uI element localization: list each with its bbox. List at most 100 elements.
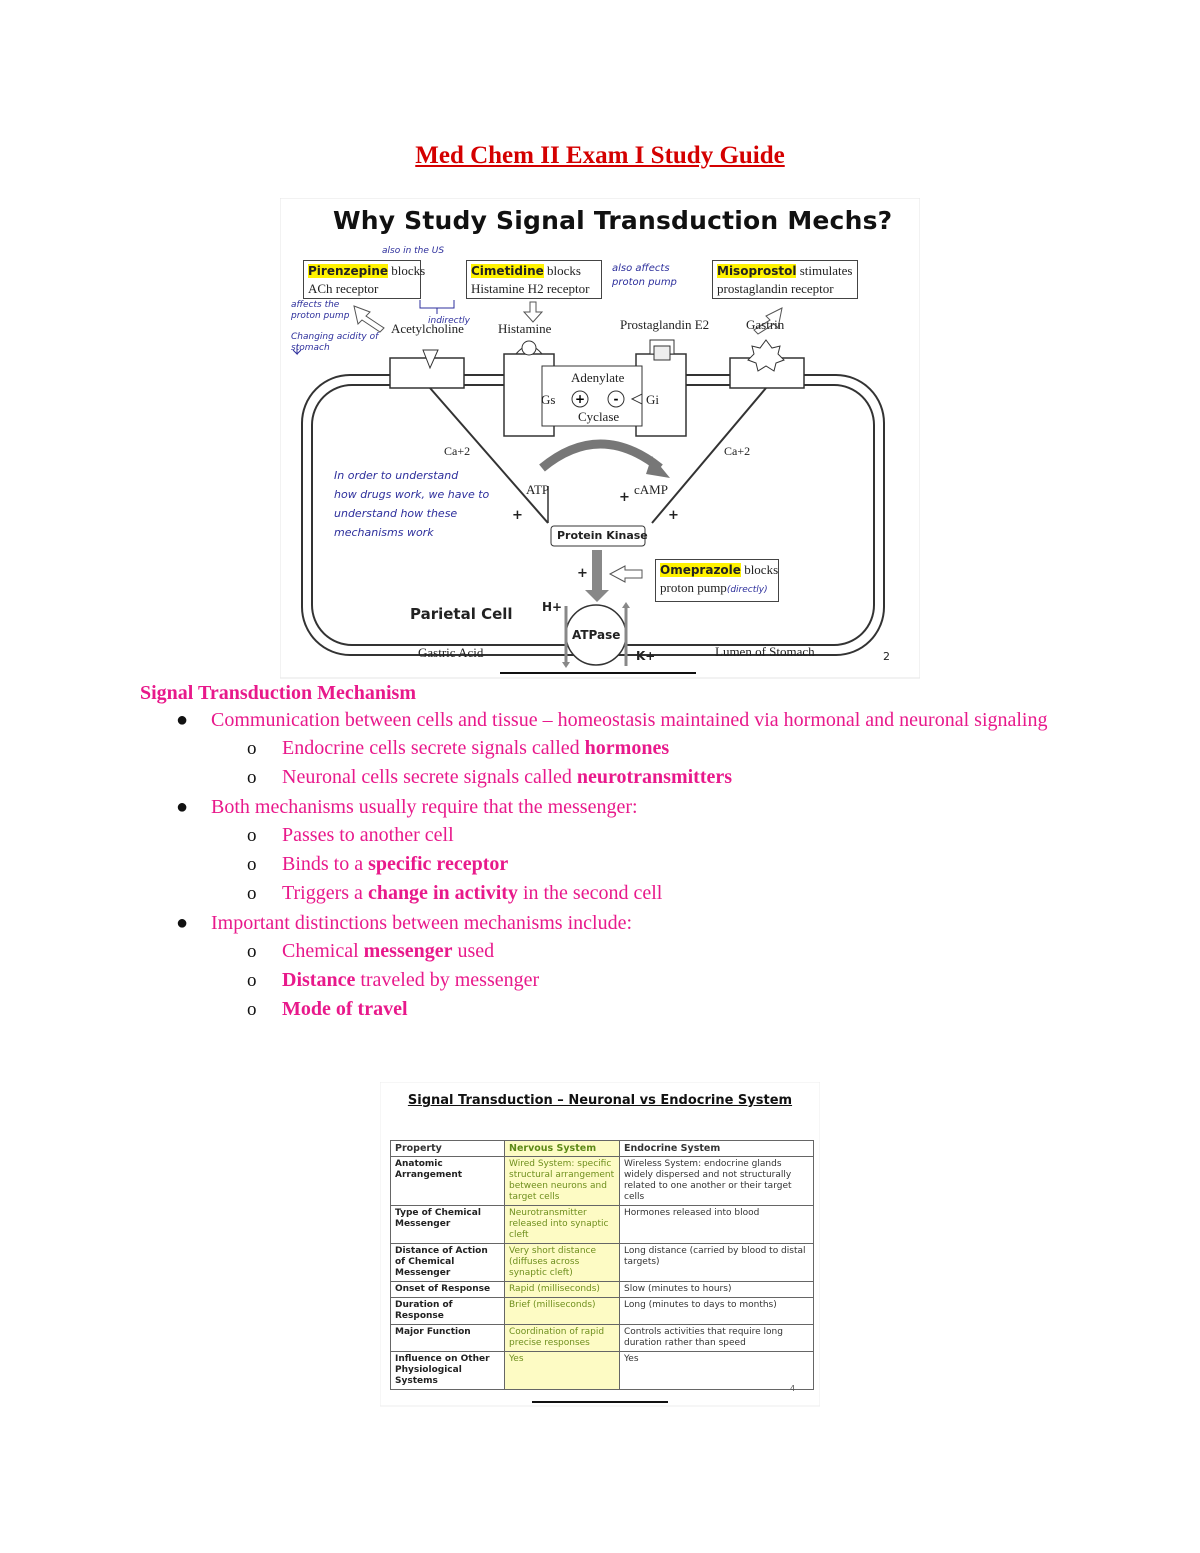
- header-property: Property: [390, 1140, 505, 1157]
- omeprazole-action: blocks: [740, 562, 779, 577]
- atpase-label: ATPase: [572, 628, 621, 642]
- cell-endocrine: Wireless System: endocrine glands widely…: [619, 1156, 814, 1206]
- bullet-distinctions-text: Important distinctions between mechanism…: [211, 912, 633, 934]
- atp-label: ATP: [526, 482, 550, 497]
- table-row: Duration of Response Brief (milliseconds…: [390, 1297, 814, 1325]
- bullet-dot: ●: [176, 912, 189, 934]
- pirenzepine-target: ACh receptor: [308, 281, 379, 296]
- cell-endocrine: Slow (minutes to hours): [619, 1281, 814, 1298]
- omeprazole-target: proton pump: [660, 580, 727, 595]
- histamine-label: Histamine: [498, 321, 552, 336]
- gi-label: Gi: [646, 392, 659, 407]
- cell-nervous: Rapid (milliseconds): [504, 1281, 620, 1298]
- bullet-both-mechanisms: ● Both mechanisms usually require that th…: [140, 794, 1080, 821]
- bullet-communication-text: Communication between cells and tissue –…: [211, 709, 1048, 731]
- cimetidine-drug: Cimetidine: [471, 264, 544, 278]
- sub-bullet-messenger-post: used: [452, 940, 495, 962]
- slide-page-number: 2: [883, 650, 890, 663]
- gastric-acid-label: Gastric Acid: [418, 645, 484, 660]
- bullet-distinctions: ● Important distinctions between mechanis…: [140, 910, 1080, 937]
- h-plus-label: H+: [542, 600, 563, 614]
- study-notes: Signal Transduction Mechanism ● Communica…: [140, 682, 1080, 1024]
- omeprazole-box: Omeprazole blocks proton pump(directly): [655, 559, 779, 602]
- calcium-left-label: Ca+2: [444, 444, 471, 458]
- svg-text:+: +: [575, 392, 585, 406]
- misoprostol-drug: Misoprostol: [717, 264, 797, 278]
- cyclase-label: Cyclase: [578, 409, 620, 424]
- cell-property: Influence on Other Physiological Systems: [390, 1351, 505, 1390]
- lumen-label: Lumen of Stomach: [715, 644, 815, 659]
- ach-binding-site: [422, 349, 439, 370]
- sub-bullet-mode-bold: Mode of travel: [282, 998, 408, 1020]
- hand-center-line-4: mechanisms work: [334, 526, 434, 539]
- cell-property: Distance of Action of Chemical Messenger: [390, 1243, 505, 1282]
- bullet-dot: ●: [176, 709, 189, 731]
- protein-kinase-box: [550, 525, 646, 547]
- header-nervous: Nervous System: [504, 1140, 620, 1157]
- table-row: Major Function Coordination of rapid pre…: [390, 1324, 814, 1352]
- cell-endocrine: Yes: [619, 1351, 814, 1390]
- sub-bullet-marker: o: [247, 825, 257, 846]
- header-endocrine: Endocrine System: [619, 1140, 814, 1157]
- sub-bullet-passes-text: Passes to another cell: [282, 824, 454, 846]
- cell-nervous: Coordination of rapid precise responses: [504, 1324, 620, 1352]
- pirenzepine-action: blocks: [388, 263, 426, 278]
- sub-bullet-neuronal-bold: neurotransmitters: [576, 766, 733, 788]
- svg-text:-: -: [614, 392, 619, 406]
- ach-receptor: [389, 357, 465, 389]
- cimetidine-target: Histamine H2 receptor: [471, 281, 590, 296]
- sub-bullet-endocrine-bold: hormones: [584, 737, 670, 759]
- misoprostol-target: prostaglandin receptor: [717, 281, 834, 296]
- acetylcholine-label: Acetylcholine: [391, 321, 464, 336]
- sub-bullet-binds-bold: specific receptor: [368, 853, 509, 875]
- pirenzepine-box: Pirenzepine blocks ACh receptor: [303, 260, 425, 299]
- misoprostol-action: stimulates: [796, 263, 853, 278]
- sub-bullet-neuronal-text: Neuronal cells secrete signals called: [282, 766, 577, 788]
- sub-bullet-distance-bold: Distance: [282, 969, 356, 991]
- hand-center-line-3: understand how these: [334, 507, 458, 520]
- bullet-both-mechanisms-text: Both mechanisms usually require that the…: [211, 796, 638, 818]
- comparison-title: Signal Transduction – Neuronal vs Endocr…: [407, 1093, 793, 1108]
- hand-center-line-1: In order to understand: [334, 469, 459, 482]
- sub-bullet-triggers-text: Triggers a: [282, 882, 368, 904]
- cell-nervous: Yes: [504, 1351, 620, 1390]
- sub-bullet-triggers-bold: change in activity: [367, 882, 518, 904]
- sub-bullet-triggers: o Triggers a change in activity in the se…: [140, 879, 1080, 908]
- sub-bullet-marker: o: [247, 854, 257, 875]
- plus-sign-right: +: [668, 508, 679, 523]
- prostaglandin-label: Prostaglandin E2: [620, 317, 710, 332]
- comparison-table: Property Nervous System Endocrine System…: [390, 1140, 814, 1390]
- hand-left-line-4: stomach: [291, 343, 330, 353]
- cell-nervous: Very short distance (diffuses across syn…: [504, 1243, 620, 1282]
- table-slide-page-number: 4: [790, 1384, 796, 1393]
- plus-sign-camp: +: [619, 490, 630, 505]
- handwritten-note-right: also affects proton pump: [612, 263, 677, 288]
- sub-bullet-messenger-bold: messenger: [363, 940, 453, 962]
- slide-title: Why Study Signal Transduction Mechs?: [333, 206, 893, 235]
- hand-left-line-3: Changing acidity of: [291, 332, 379, 342]
- prostaglandin-receptor: [635, 353, 687, 437]
- protein-kinase-label: Protein Kinase: [557, 529, 648, 542]
- misoprostol-box: Misoprostol stimulates prostaglandin rec…: [712, 260, 858, 299]
- adenylate-cyclase: [541, 365, 643, 427]
- cell-property: Onset of Response: [390, 1281, 505, 1298]
- cell-property: Type of Chemical Messenger: [390, 1205, 505, 1244]
- gs-label: Gs: [541, 392, 556, 407]
- sub-bullet-binds-text: Binds to a: [282, 853, 369, 875]
- cell-nervous: Neurotransmitter released into synaptic …: [504, 1205, 620, 1244]
- bullet-dot: ●: [176, 796, 189, 818]
- cell-endocrine: Long distance (carried by blood to dista…: [619, 1243, 814, 1282]
- sub-bullet-marker: o: [247, 999, 257, 1020]
- sub-bullet-marker: o: [247, 941, 257, 962]
- sub-bullet-triggers-post: in the second cell: [517, 882, 663, 904]
- plus-sign-left: +: [512, 508, 523, 523]
- cell-property: Anatomic Arrangement: [390, 1156, 505, 1206]
- sub-bullet-marker: o: [247, 883, 257, 904]
- cell-endocrine: Long (minutes to days to months): [619, 1297, 814, 1325]
- table-row: Anatomic Arrangement Wired System: speci…: [390, 1156, 814, 1206]
- table-row: Onset of Response Rapid (milliseconds) S…: [390, 1281, 814, 1298]
- hand-left-line-2: proton pump: [291, 311, 350, 321]
- cell-property: Duration of Response: [390, 1297, 505, 1325]
- notes-heading: Signal Transduction Mechanism: [140, 682, 416, 704]
